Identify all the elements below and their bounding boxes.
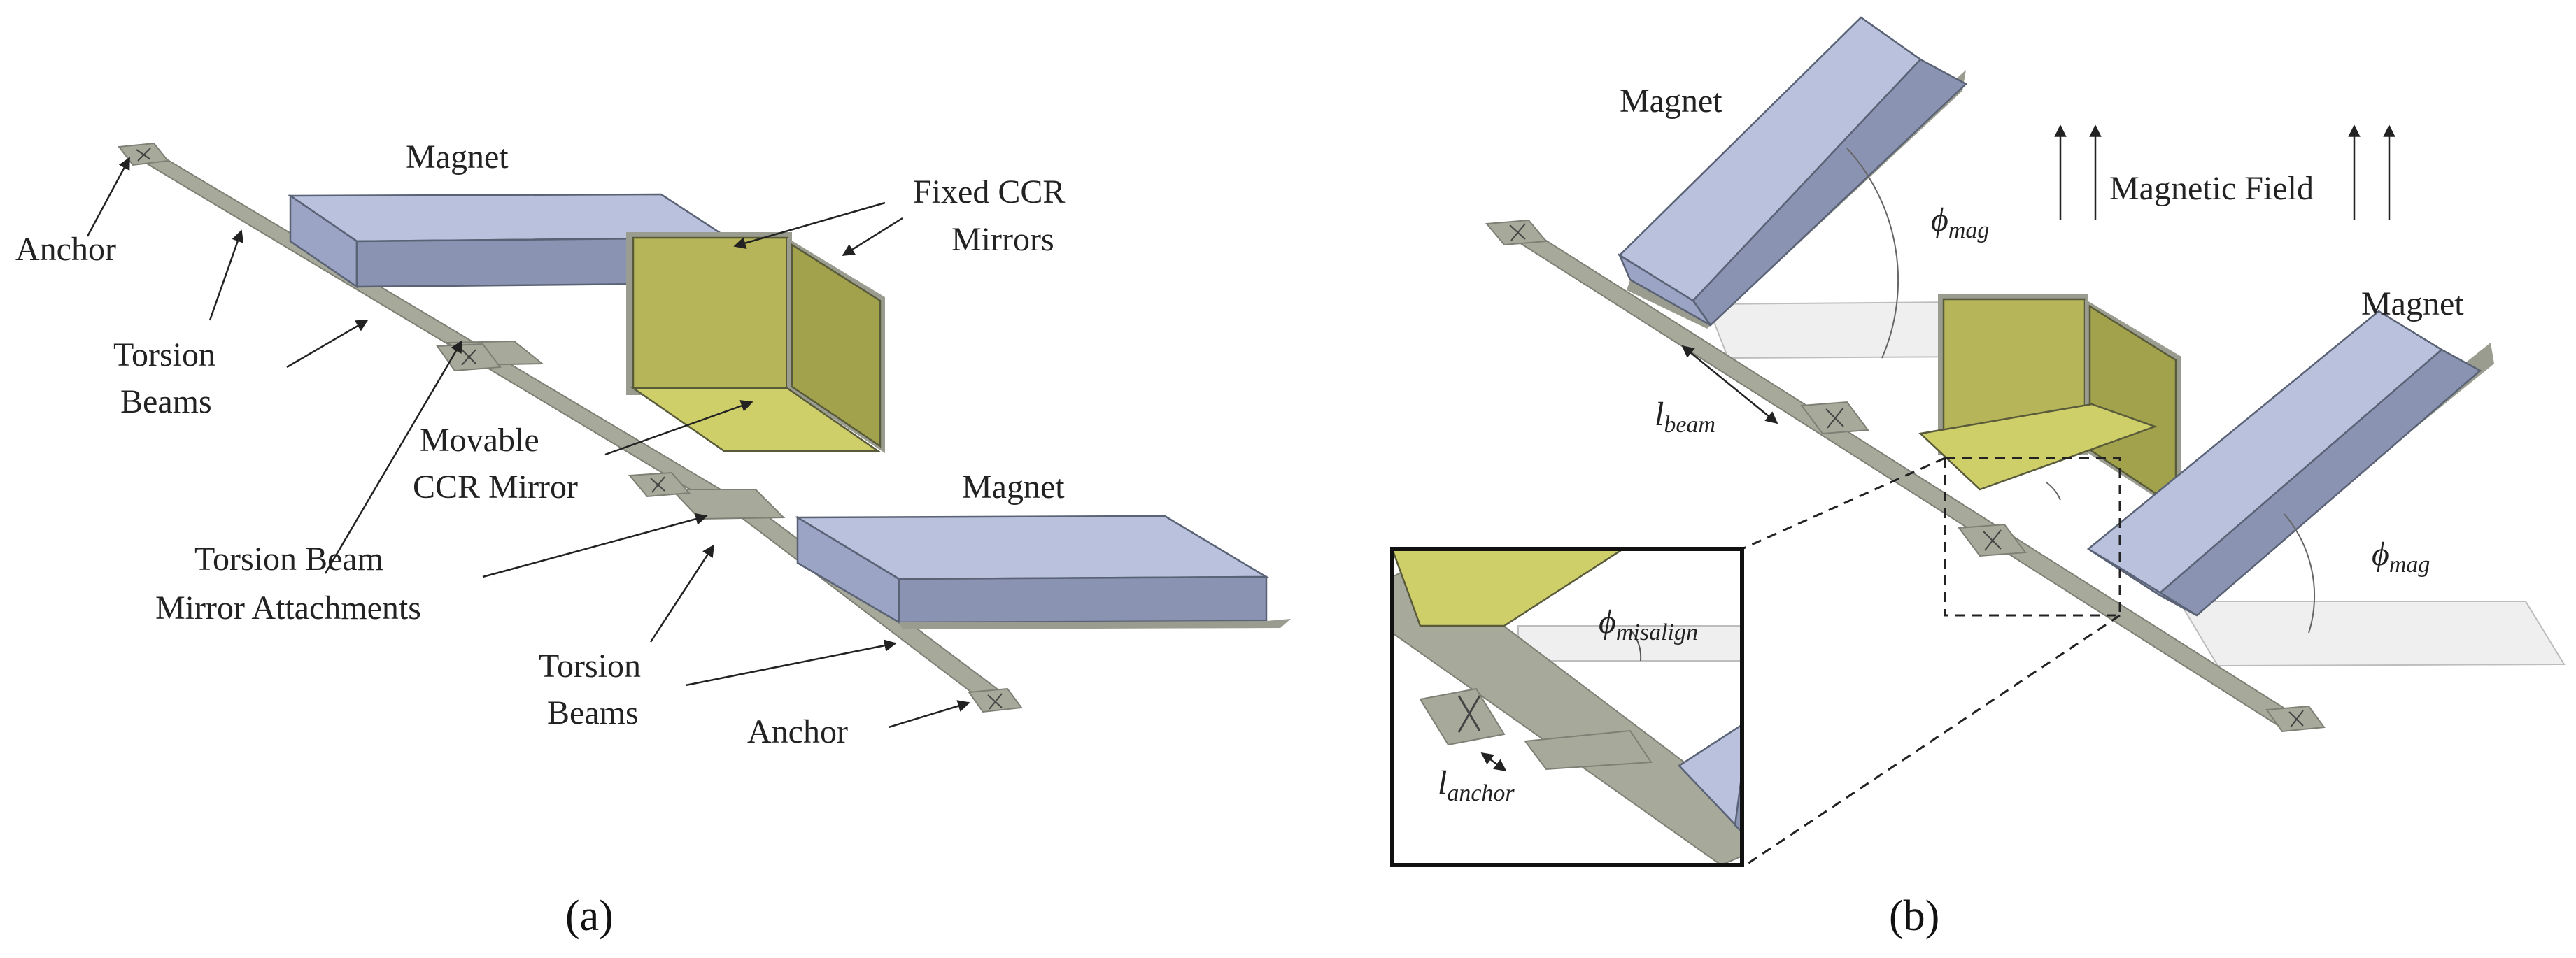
angle-arc-left: [1846, 148, 1899, 359]
anchor-b-mid: [1800, 401, 1869, 435]
label-phi-mag-1: ϕmag: [1931, 201, 1989, 243]
zoom-line-2: [1745, 614, 2121, 866]
inset: [1390, 547, 1744, 867]
label-phi-misalign: ϕmisalign: [1599, 603, 1698, 645]
label-attach-2: Mirror Attachments: [155, 589, 421, 627]
label-torsion-beams-2b: Beams: [547, 694, 639, 731]
panel-b: Magnet Magnetic Field Magnet ϕmag ϕmag ϕ…: [1390, 16, 2566, 940]
label-magnet-a-bottom: Magnet: [962, 469, 1065, 506]
label-magnetic-field: Magnetic Field: [2109, 170, 2314, 207]
label-fixed-ccr-1: Fixed CCR: [913, 173, 1065, 210]
arrow-torsion-1b: [286, 319, 369, 369]
magnet-b-left: [1618, 16, 1968, 329]
label-movable-1: Movable: [420, 422, 539, 459]
panel-a: Magnet Anchor Torsion Beams Fixed CCR Mi…: [15, 138, 1291, 940]
anchor-b-mid2: [1958, 523, 2027, 557]
arrow-movable: [604, 400, 753, 456]
label-phi-mag-2: ϕmag: [2372, 536, 2430, 578]
label-magnet-b-right: Magnet: [2361, 285, 2464, 322]
ccr-mirrors-b: [1918, 294, 2181, 514]
caption-a: (a): [565, 892, 614, 940]
reference-plane-right: [2178, 601, 2566, 667]
label-anchor-left: Anchor: [15, 231, 116, 268]
label-l-anchor: lanchor: [1438, 764, 1515, 806]
label-torsion-beams-2a: Torsion: [539, 648, 641, 685]
anchor-right: [968, 687, 1023, 713]
label-fixed-ccr-2: Mirrors: [951, 221, 1054, 258]
anchor-left: [118, 142, 169, 166]
anchor-b-left: [1485, 219, 1548, 246]
label-anchor-right: Anchor: [747, 713, 848, 750]
label-l-beam: lbeam: [1655, 396, 1715, 438]
angle-arc-right: [2284, 513, 2316, 634]
arrow-anchor-left: [86, 157, 131, 237]
arrow-anchor-right: [888, 700, 970, 729]
arrow-torsion-1: [208, 229, 244, 321]
label-torsion-beams-1b: Beams: [120, 383, 212, 420]
caption-b: (b): [1889, 892, 1939, 940]
magnet-a-bottom: [794, 515, 1291, 629]
lbeam-arrow: [1681, 345, 1778, 424]
zoom-line-1: [1741, 457, 1946, 550]
lanchor-arrow: [1480, 752, 1507, 772]
arrow-torsion-2: [649, 544, 715, 643]
magnet-b-right: [2086, 310, 2494, 617]
arrow-attach-1: [324, 340, 463, 574]
movable-mirror-b: [1918, 403, 2158, 491]
arrow-attach-2: [482, 513, 708, 578]
angle-arc-mirror: [2046, 482, 2061, 501]
arrow-torsion-2b: [685, 639, 897, 687]
arrow-fixed-2: [842, 217, 903, 257]
label-magnet-b-left: Magnet: [1620, 83, 1722, 120]
anchor-mid2: [628, 471, 691, 498]
movable-ccr-mirror: [630, 387, 882, 452]
mirror-attachment-2: [670, 489, 786, 520]
label-movable-2: CCR Mirror: [413, 469, 578, 506]
label-attach-1: Torsion Beam: [194, 541, 383, 578]
zoom-box: [1944, 457, 2121, 617]
arrow-fixed-1: [733, 201, 886, 250]
anchor-b-right: [2265, 705, 2326, 733]
fixed-ccr-mirrors: [626, 232, 885, 453]
label-torsion-beams-1a: Torsion: [113, 336, 215, 373]
label-magnet-a-top: Magnet: [406, 138, 509, 176]
inset-frame: [1390, 547, 1744, 867]
